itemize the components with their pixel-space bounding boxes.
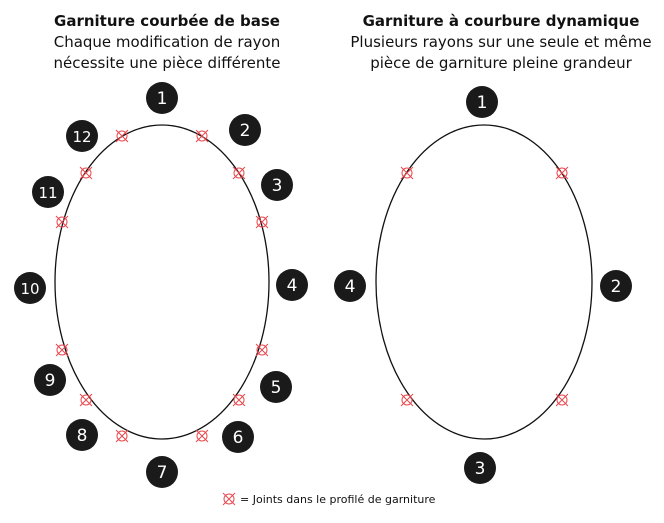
left-section-badge-7: 7: [146, 456, 178, 488]
svg-text:7: 7: [157, 463, 168, 483]
left-section-badge-10: 10: [14, 272, 46, 304]
right-joint-marker: [400, 393, 414, 407]
left-section-badge-9: 9: [34, 364, 66, 396]
svg-text:12: 12: [72, 128, 91, 146]
right-joint-marker: [555, 166, 569, 180]
left-oval: [54, 124, 270, 440]
left-section-badge-5: 5: [260, 371, 292, 403]
svg-text:8: 8: [77, 426, 88, 446]
left-section-badge-4: 4: [276, 269, 308, 301]
right-section-badge-1: 1: [466, 86, 498, 118]
svg-text:4: 4: [287, 276, 298, 296]
right-subtitle-2: pièce de garniture pleine grandeur: [370, 54, 632, 72]
right-joint-marker: [400, 166, 414, 180]
left-section-badge-12: 12: [66, 120, 98, 152]
svg-text:6: 6: [233, 428, 244, 448]
svg-text:5: 5: [271, 378, 282, 398]
left-joint-marker: [195, 429, 209, 443]
svg-text:3: 3: [475, 459, 486, 479]
left-subtitle-1: Chaque modification de rayon: [53, 33, 281, 51]
left-section-badge-3: 3: [261, 169, 293, 201]
left-joint-marker: [55, 215, 69, 229]
left-title: Garniture courbée de base: [54, 12, 280, 30]
left-section-badge-1: 1: [146, 82, 178, 114]
svg-text:1: 1: [157, 89, 168, 109]
svg-text:4: 4: [345, 277, 356, 297]
left-joint-marker: [195, 129, 209, 143]
left-section-badge-8: 8: [66, 419, 98, 451]
right-header: Garniture à courbure dynamique Plusieurs…: [336, 11, 664, 74]
left-joint-marker: [79, 166, 93, 180]
svg-text:11: 11: [38, 184, 57, 202]
left-subtitle-2: nécessite une pièce différente: [53, 54, 281, 72]
left-joint-marker: [255, 343, 269, 357]
left-header: Garniture courbée de base Chaque modific…: [2, 11, 332, 74]
svg-text:1: 1: [477, 93, 488, 113]
legend: = Joints dans le profilé de garniture: [222, 492, 435, 506]
right-oval: [375, 124, 593, 440]
left-section-badge-11: 11: [32, 176, 64, 208]
joint-marker-icon: [222, 492, 236, 506]
svg-text:10: 10: [20, 280, 39, 298]
right-section-badge-2: 2: [600, 270, 632, 302]
left-joint-marker: [232, 166, 246, 180]
svg-text:2: 2: [240, 121, 251, 141]
svg-text:2: 2: [611, 277, 622, 297]
left-joint-marker: [115, 429, 129, 443]
left-joint-marker: [55, 343, 69, 357]
left-section-badge-6: 6: [222, 421, 254, 453]
right-subtitle-1: Plusieurs rayons sur une seule et même: [350, 33, 652, 51]
right-title: Garniture à courbure dynamique: [362, 12, 640, 30]
right-joint-marker: [555, 393, 569, 407]
left-section-badge-2: 2: [229, 114, 261, 146]
left-joint-marker: [115, 129, 129, 143]
left-joint-marker: [255, 215, 269, 229]
svg-text:3: 3: [272, 176, 283, 196]
right-section-badge-3: 3: [464, 452, 496, 484]
legend-text: = Joints dans le profilé de garniture: [240, 492, 436, 506]
right-section-badge-4: 4: [334, 270, 366, 302]
left-joint-marker: [232, 393, 246, 407]
svg-text:9: 9: [45, 371, 56, 391]
left-joint-marker: [79, 393, 93, 407]
